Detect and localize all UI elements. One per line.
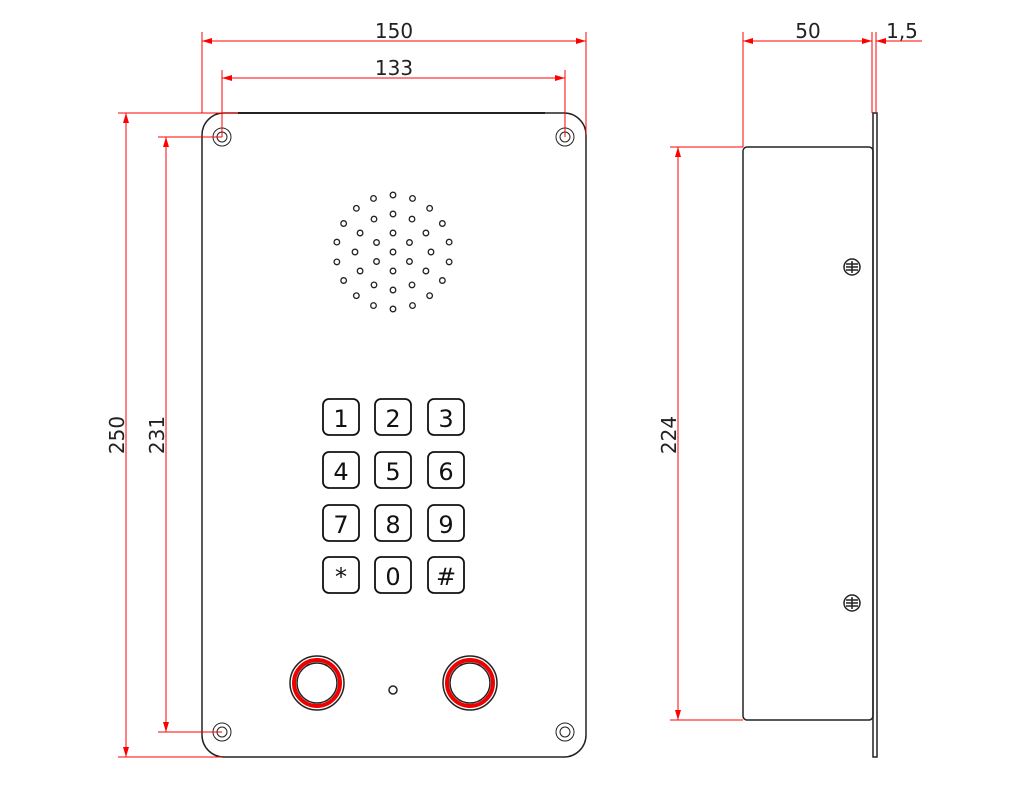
grille-hole [370,194,377,202]
key-button[interactable]: 8 [374,504,412,542]
key-button[interactable]: 0 [374,556,412,594]
grille-hole [406,258,413,265]
grille-hole [408,281,416,289]
key-label: # [436,563,456,591]
key-button[interactable]: 9 [427,504,465,542]
grille-hole [406,239,413,246]
front-view: 1 2 3 4 5 6 7 8 9 * 0 # [201,112,587,758]
keypad: 1 2 3 4 5 6 7 8 9 * 0 # [322,398,465,594]
key-label: 3 [438,405,453,433]
grille-hole [426,292,434,300]
key-button[interactable]: 2 [374,398,412,436]
grille-hole [356,229,364,237]
grille-hole [445,258,453,266]
grille-hole [370,302,377,310]
dim-hole-spacing-height: 231 [145,416,169,454]
key-button[interactable]: # [427,556,465,594]
dim-side-height: 224 [657,416,681,454]
key-button[interactable]: 5 [374,451,412,489]
key-label: * [335,563,347,591]
key-button[interactable]: 1 [322,398,360,436]
key-label: 1 [333,405,348,433]
screw-icon [843,594,861,612]
grille-hole [373,239,380,246]
grille-hole [426,204,434,212]
grille-hole [389,305,397,313]
front-dimensions [118,32,587,758]
key-label: 6 [438,458,453,486]
dim-flange-thickness: 1,5 [886,19,918,43]
key-label: 4 [333,458,348,486]
grille-hole [389,191,397,199]
key-button[interactable]: 4 [322,451,360,489]
key-label: 0 [385,563,400,591]
grille-hole [373,258,380,265]
dim-hole-spacing-width: 133 [375,56,413,80]
grille-hole [340,220,348,227]
grille-hole [389,229,397,237]
side-view [742,112,878,758]
grille-hole [422,229,430,237]
grille-hole [389,267,397,275]
grille-hole [333,258,341,266]
key-label: 7 [333,511,348,539]
grille-hole [408,215,416,223]
key-label: 8 [385,511,400,539]
grille-hole [352,292,360,300]
key-button[interactable]: 6 [427,451,465,489]
grille-hole [445,238,453,246]
grille-hole [389,286,397,294]
grille-hole [422,267,430,275]
screw-icon [843,258,861,276]
grille-hole [389,248,397,256]
key-button[interactable]: 7 [322,504,360,542]
grille-hole [351,248,359,256]
grille-hole [427,248,435,256]
grille-hole [333,238,341,246]
key-button[interactable]: 3 [427,398,465,436]
key-label: 9 [438,511,453,539]
dim-side-depth: 50 [795,19,820,43]
speaker-grille [333,191,453,313]
housing-body [742,146,874,721]
grille-hole [356,267,364,275]
call-button-right[interactable] [442,655,498,711]
grille-hole [438,277,446,284]
key-button[interactable]: * [322,556,360,594]
grille-hole [370,215,378,223]
grille-hole [409,302,416,310]
dim-front-width: 150 [375,19,413,43]
grille-hole [389,210,397,218]
grille-hole [438,220,446,227]
grille-hole [352,204,360,212]
grille-hole [340,277,348,284]
side-dimensions [670,32,922,721]
grille-hole [370,281,378,289]
call-button-left[interactable] [289,655,345,711]
front-flange [872,112,878,758]
key-label: 2 [385,405,400,433]
microphone-hole [388,685,398,695]
dim-front-height: 250 [105,416,129,454]
grille-hole [409,194,416,202]
mount-hole [555,722,575,742]
key-label: 5 [385,458,400,486]
